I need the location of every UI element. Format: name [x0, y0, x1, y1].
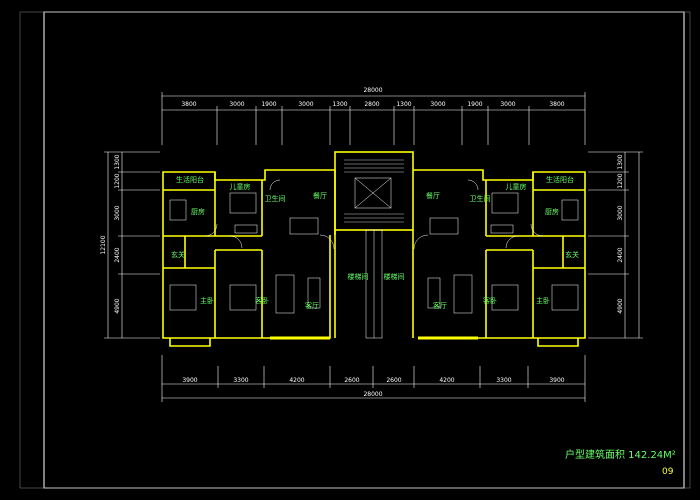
bottom-dim-5: 2600 [386, 377, 401, 384]
bottom-dim-1: 3900 [182, 377, 197, 384]
room-stair-right: 楼梯间 [384, 272, 405, 281]
bottom-dim-2: 3300 [233, 377, 248, 384]
left-total-dimension: 12100 [100, 235, 107, 254]
room-right-bedroom-a: 儿童房 [506, 182, 527, 191]
room-right-master: 主卧 [536, 296, 550, 305]
top-dim-1: 3800 [181, 101, 196, 108]
room-right-bathroom: 卫生间 [470, 194, 491, 203]
left-dim-4: 2400 [114, 247, 121, 262]
stair-treads [344, 159, 404, 223]
bottom-total-dimension: 28000 [363, 391, 382, 398]
top-dim-5: 1300 [332, 101, 347, 108]
right-dim-1: 1300 [617, 154, 624, 169]
left-dim-5: 4900 [114, 298, 121, 313]
top-dim-2: 3000 [229, 101, 244, 108]
room-stair-left: 楼梯间 [348, 272, 369, 281]
bottom-dim-6: 4200 [439, 377, 454, 384]
room-left-bedroom-b: 客卧 [255, 296, 269, 305]
outer-frame [43, 11, 685, 489]
bottom-dim-3: 4200 [289, 377, 304, 384]
room-right-kitchen: 厨房 [545, 207, 559, 216]
room-left-master: 主卧 [200, 296, 214, 305]
bottom-dimension-lines [161, 355, 586, 402]
room-left-bathroom: 卫生间 [265, 194, 286, 203]
sheet-border [19, 11, 691, 489]
room-right-bedroom-b: 客卧 [483, 296, 497, 305]
room-left-balcony-top: 生活阳台 [176, 175, 204, 184]
room-right-balcony-top: 生活阳台 [546, 175, 574, 184]
top-dim-10: 3000 [500, 101, 515, 108]
room-left-entry: 玄关 [171, 250, 185, 259]
top-total-dimension: 28000 [363, 87, 382, 94]
room-right-entry: 玄关 [565, 250, 579, 259]
area-label: 户型建筑面积 142.24M² [565, 448, 676, 461]
top-dim-9: 1900 [467, 101, 482, 108]
room-left-dining: 餐厅 [313, 191, 327, 200]
room-left-living: 客厅 [305, 301, 319, 310]
room-right-living: 客厅 [433, 301, 447, 310]
left-dim-1: 1300 [114, 154, 121, 169]
page-number: 09 [662, 467, 674, 477]
room-left-kitchen: 厨房 [191, 207, 205, 216]
top-dim-4: 3000 [298, 101, 313, 108]
top-dim-3: 1900 [261, 101, 276, 108]
top-dim-8: 3000 [430, 101, 445, 108]
top-dim-11: 3800 [549, 101, 564, 108]
left-dimension-lines [104, 151, 160, 339]
left-dim-2: 1200 [114, 173, 121, 188]
top-dimension-lines [161, 92, 586, 145]
left-dim-3: 3000 [114, 205, 121, 220]
walls [162, 151, 586, 347]
right-dim-5: 4900 [617, 298, 624, 313]
room-left-bedroom-a: 儿童房 [230, 182, 251, 191]
right-dimension-lines [588, 151, 643, 339]
bottom-dim-7: 3300 [496, 377, 511, 384]
top-dim-7: 1300 [396, 101, 411, 108]
top-dim-6: 2800 [364, 101, 379, 108]
bottom-dim-4: 2600 [344, 377, 359, 384]
bottom-dim-8: 3900 [549, 377, 564, 384]
room-right-dining: 餐厅 [426, 191, 440, 200]
right-dim-4: 2400 [617, 247, 624, 262]
right-dim-2: 1200 [617, 173, 624, 188]
right-dim-3: 3000 [617, 205, 624, 220]
doors-and-fixtures [169, 177, 579, 339]
